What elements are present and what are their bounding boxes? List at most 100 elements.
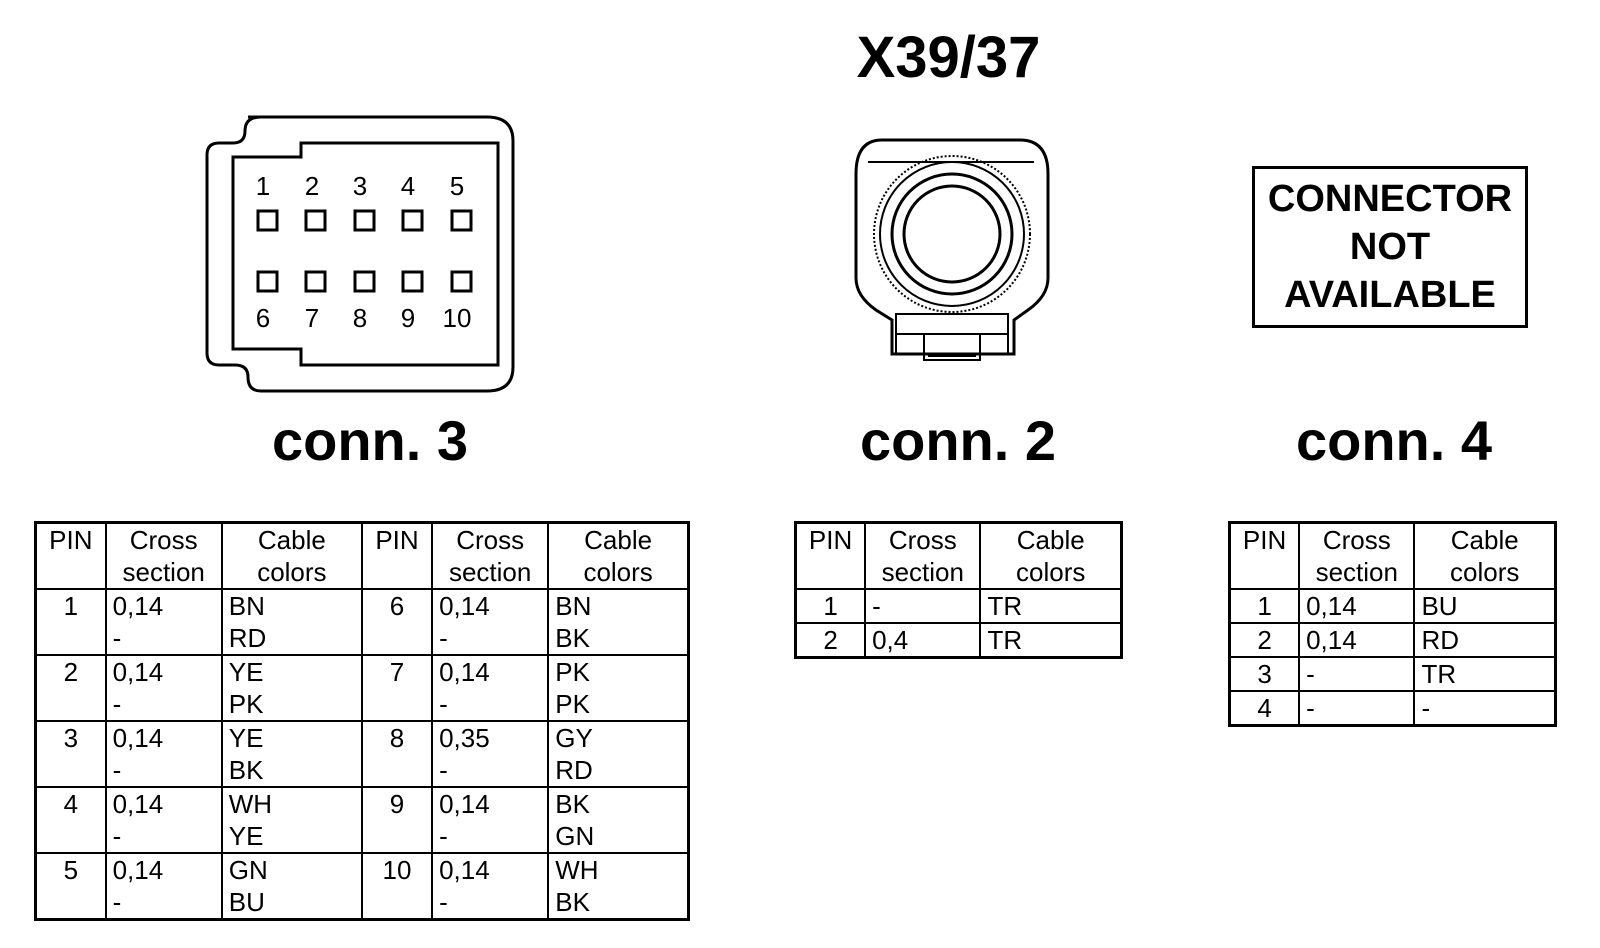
pin-cell: 8	[360, 720, 434, 788]
cross-section-cell: -	[864, 588, 982, 624]
conn2-outer-ring	[890, 172, 1014, 296]
header-pin: PIN	[1228, 521, 1301, 590]
conn2-knurl-ring	[873, 155, 1031, 313]
pin-cell: 7	[360, 654, 434, 722]
cable-colors-cell: TR	[979, 622, 1123, 659]
conn3-inner-shell	[231, 141, 500, 367]
conn2-body	[854, 138, 1050, 356]
cross-section-cell: 0,14-	[104, 654, 223, 722]
conn3-pin-label: 4	[401, 171, 415, 201]
conn3-outer-shell	[205, 115, 515, 393]
table-row: 1 - TR	[794, 588, 1123, 624]
conn3-drawing: 1 2 3 4 5 6 7 8 9 10	[205, 115, 515, 393]
conn3-pin-label: 9	[401, 303, 415, 333]
header-pin: PIN	[360, 521, 434, 590]
cross-section-cell: 0,14	[1298, 622, 1416, 658]
na-line: AVAILABLE	[1284, 274, 1496, 316]
conn4-title: conn. 4	[1295, 409, 1493, 472]
conn2-drawing	[854, 138, 1050, 361]
pin-cell: 4	[1228, 690, 1301, 727]
pin-cell: 1	[1228, 588, 1301, 624]
cross-section-cell: 0,35-	[431, 720, 550, 788]
conn2-title: conn. 2	[859, 409, 1057, 472]
conn3-pin-label: 2	[305, 171, 319, 201]
cross-section-cell: 0,14-	[431, 654, 550, 722]
table-row: 2 0,14 RD	[1228, 622, 1557, 658]
table-row: 4 - -	[1228, 690, 1557, 727]
cable-colors-cell: TR	[1413, 656, 1557, 692]
table-row: 2 0,4 TR	[794, 622, 1123, 659]
cable-colors-cell: TR	[979, 588, 1123, 624]
cross-section-cell: 0,14-	[104, 588, 223, 656]
pin-cell: 3	[1228, 656, 1301, 692]
connector-not-available-box: CONNECTOR NOT AVAILABLE	[1252, 166, 1528, 328]
cross-section-cell: 0,14-	[431, 588, 550, 656]
pin-cell: 2	[794, 622, 867, 659]
cable-colors-cell: RD	[1413, 622, 1557, 658]
pin-cell: 1	[34, 588, 107, 656]
pin-cell: 9	[360, 786, 434, 854]
conn3-pin-label: 3	[353, 171, 367, 201]
cross-section-cell: 0,14-	[104, 720, 223, 788]
cross-section-cell: 0,4	[864, 622, 982, 659]
conn3-title: conn. 3	[271, 409, 469, 472]
na-line: CONNECTOR	[1267, 178, 1513, 220]
pin-cell: 1	[794, 588, 867, 624]
cross-section-cell: -	[1298, 690, 1416, 727]
pin-cell: 10	[360, 852, 434, 921]
conn3-pin-label: 1	[256, 171, 270, 201]
table-row: 3 - TR	[1228, 656, 1557, 692]
diagram-title: X39/37	[856, 25, 1041, 90]
conn3-pin-slots	[256, 209, 473, 293]
cross-section-cell: 0,14-	[431, 786, 550, 854]
pin-cell: 4	[34, 786, 107, 854]
conn3-pin-label: 7	[305, 303, 319, 333]
conn3-pin-label: 8	[353, 303, 367, 333]
header-pin: PIN	[34, 521, 107, 590]
pin-cell: 5	[34, 852, 107, 921]
conn3-pin-label: 5	[450, 171, 464, 201]
pin-cell: 2	[1228, 622, 1301, 658]
conn2-inner-ring	[902, 184, 1002, 284]
pin-cell: 3	[34, 720, 107, 788]
conn3-pin-label: 6	[256, 303, 270, 333]
cable-colors-cell: -	[1413, 690, 1557, 727]
cross-section-cell: -	[1298, 656, 1416, 692]
cross-section-cell: 0,14	[1298, 588, 1416, 624]
pin-cell: 2	[34, 654, 107, 722]
cross-section-cell: 0,14-	[104, 786, 223, 854]
table-row: 1 0,14 BU	[1228, 588, 1557, 624]
conn3-pin-label: 10	[443, 303, 472, 333]
cable-colors-cell: BU	[1413, 588, 1557, 624]
header-pin: PIN	[794, 521, 867, 590]
cross-section-cell: 0,14-	[104, 852, 223, 921]
